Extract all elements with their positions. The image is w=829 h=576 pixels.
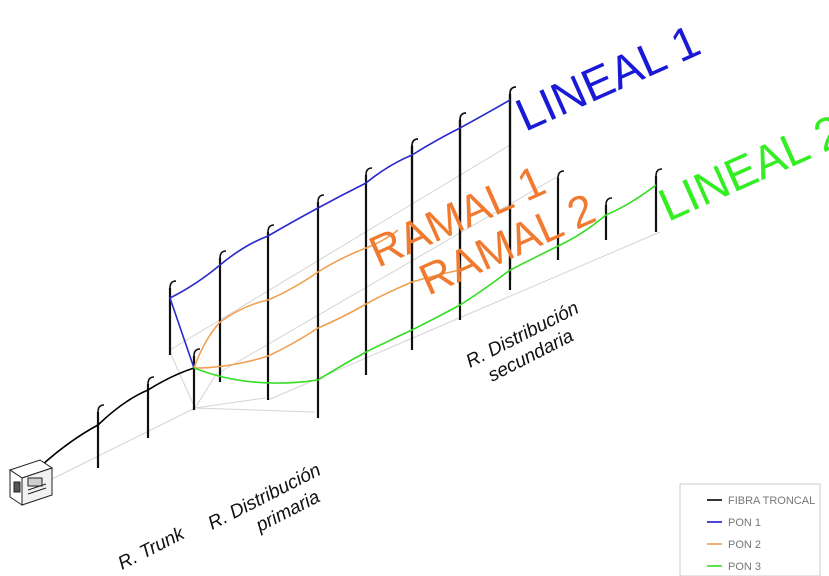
pole-icon — [458, 112, 467, 305]
label-lineal2: LINEAL 2 — [651, 104, 829, 231]
pole-icon — [146, 376, 155, 438]
poles — [96, 86, 663, 468]
ground-guides — [39, 144, 661, 486]
pole-icon — [410, 138, 419, 330]
pole-icon — [364, 167, 373, 375]
legend-label-pon1: PON 1 — [728, 517, 761, 529]
cable-pon2-ramal1 — [193, 229, 399, 369]
legend-label-pon3: PON 3 — [728, 561, 761, 573]
cabinet-icon — [8, 459, 54, 506]
pole-icon — [508, 86, 517, 280]
cable-pon1-lineal1 — [169, 99, 511, 369]
legend-label-pon2: PON 2 — [728, 539, 761, 551]
cable-pon2-ramal2 — [193, 269, 461, 369]
pole-icon — [168, 280, 177, 355]
label-trunk: R. Trunk — [115, 523, 190, 575]
cables — [41, 99, 657, 466]
legend-frame — [679, 483, 821, 576]
pole-icon — [604, 197, 613, 240]
cable-fibra-troncal — [41, 367, 195, 466]
pole-icon — [316, 194, 325, 418]
label-lineal1: LINEAL 1 — [508, 14, 707, 141]
legend-label-fibra-troncal: FIBRA TRONCAL — [728, 495, 815, 507]
pole-icon — [192, 348, 201, 410]
cable-pon3-lineal2 — [193, 184, 657, 384]
pole-icon — [96, 404, 105, 468]
pole-icon — [218, 250, 227, 382]
pole-icon — [266, 224, 275, 400]
legend: FIBRA TRONCAL PON 1 PON 2 PON 3 — [679, 483, 821, 576]
